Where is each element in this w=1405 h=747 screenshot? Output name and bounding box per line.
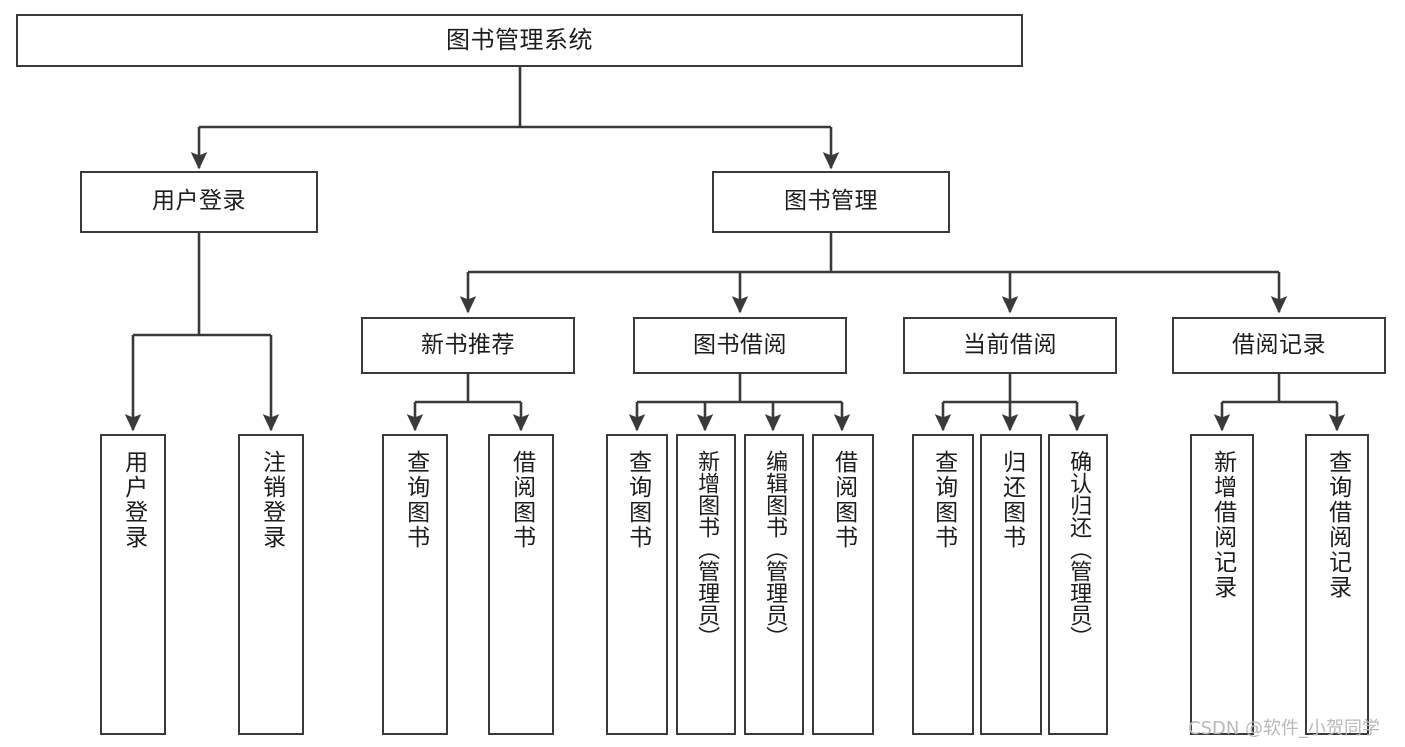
node-leaf-query-book-3-label: 查询图书	[930, 450, 957, 550]
node-user-login-label: 用户登录	[152, 188, 246, 215]
node-leaf-edit-book[interactable]: 编辑图书（管理员）	[744, 434, 804, 735]
node-leaf-query-book-1[interactable]: 查询图书	[382, 434, 448, 735]
csdn-watermark: CSDN @软件_小贺同学	[1188, 718, 1381, 739]
node-leaf-query-record-label: 查询借阅记录	[1324, 450, 1351, 600]
node-root[interactable]: 图书管理系统	[16, 14, 1023, 67]
node-new-book-rec-label: 新书推荐	[421, 331, 515, 358]
node-leaf-query-book-1-label: 查询图书	[402, 450, 429, 550]
node-leaf-add-record-label: 新增借阅记录	[1209, 450, 1236, 600]
node-leaf-add-book[interactable]: 新增图书（管理员）	[676, 434, 736, 735]
node-leaf-borrow-book-1-label: 借阅图书	[508, 450, 535, 550]
node-user-login[interactable]: 用户登录	[80, 171, 318, 233]
node-new-book-rec[interactable]: 新书推荐	[361, 317, 575, 374]
node-leaf-confirm-return[interactable]: 确认归还（管理员）	[1048, 434, 1108, 735]
node-current-borrow-label: 当前借阅	[963, 331, 1057, 358]
node-leaf-borrow-book-1[interactable]: 借阅图书	[488, 434, 554, 735]
node-leaf-return-book[interactable]: 归还图书	[980, 434, 1042, 735]
node-leaf-edit-book-label: 编辑图书（管理员）	[762, 450, 788, 648]
node-leaf-add-record[interactable]: 新增借阅记录	[1190, 434, 1254, 735]
node-leaf-borrow-book-2[interactable]: 借阅图书	[812, 434, 874, 735]
node-leaf-query-book-3[interactable]: 查询图书	[912, 434, 974, 735]
node-leaf-logout-label: 注销登录	[258, 450, 285, 550]
node-book-borrow-label: 图书借阅	[693, 331, 787, 358]
node-leaf-confirm-return-label: 确认归还（管理员）	[1066, 450, 1092, 648]
node-book-manage[interactable]: 图书管理	[712, 171, 950, 233]
node-leaf-query-book-2-label: 查询图书	[624, 450, 651, 550]
node-leaf-add-book-label: 新增图书（管理员）	[694, 450, 720, 648]
node-current-borrow[interactable]: 当前借阅	[903, 317, 1117, 374]
node-book-manage-label: 图书管理	[784, 188, 878, 215]
node-leaf-query-book-2[interactable]: 查询图书	[606, 434, 668, 735]
node-leaf-borrow-book-2-label: 借阅图书	[830, 450, 857, 550]
node-book-borrow[interactable]: 图书借阅	[633, 317, 847, 374]
node-leaf-return-book-label: 归还图书	[998, 450, 1025, 550]
node-leaf-user-login[interactable]: 用户登录	[100, 434, 166, 735]
node-leaf-logout[interactable]: 注销登录	[238, 434, 304, 735]
node-borrow-record[interactable]: 借阅记录	[1172, 317, 1386, 374]
node-borrow-record-label: 借阅记录	[1232, 331, 1326, 358]
node-leaf-user-login-label: 用户登录	[120, 450, 147, 550]
node-root-label: 图书管理系统	[446, 26, 593, 55]
node-leaf-query-record[interactable]: 查询借阅记录	[1305, 434, 1369, 735]
